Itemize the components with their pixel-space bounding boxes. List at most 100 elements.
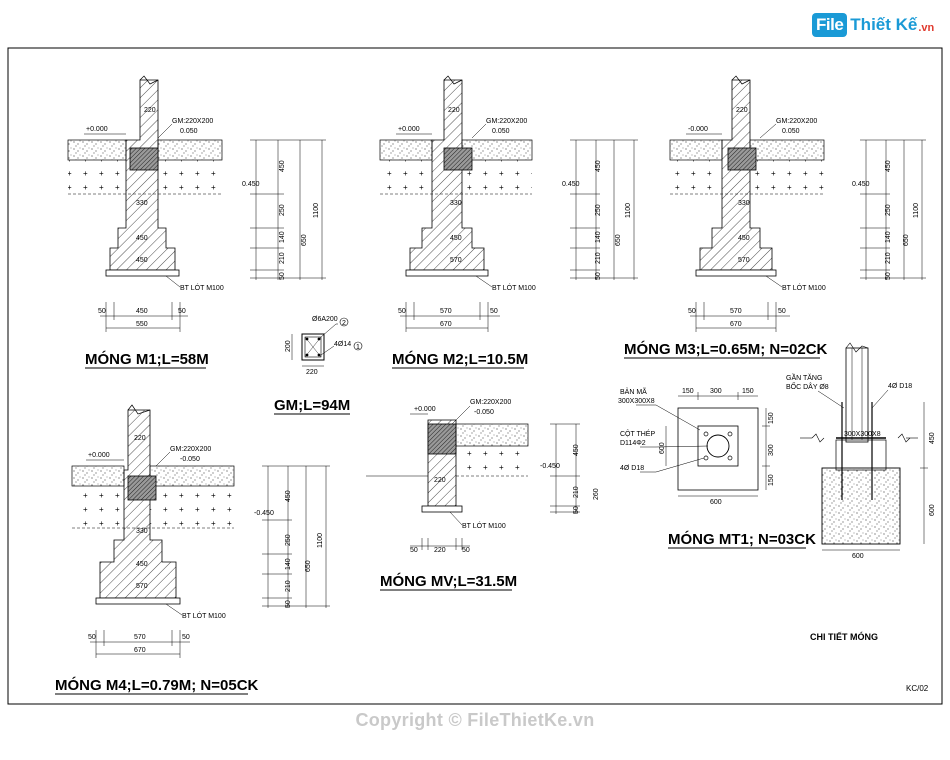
- m1-dim-total: 1100: [313, 203, 320, 218]
- m1-lot-label: BT LÓT M100: [180, 283, 224, 292]
- mt1-dim-side2: 300: [768, 444, 775, 456]
- m4-dim-h1: 50: [88, 634, 96, 641]
- m3-gm-level: 0.050: [782, 128, 800, 135]
- m4-gm-label: GM:220X200: [170, 446, 211, 453]
- m3-dim-h-total: 670: [730, 321, 742, 328]
- mt1-title: MÓNG MT1; N=03CK: [668, 530, 816, 548]
- m3-w570: 570: [738, 257, 750, 264]
- mv-gm-label: GM:220X200: [470, 399, 511, 406]
- m2-col-width: 220: [448, 107, 460, 114]
- mv-dim-v1: 450: [573, 444, 580, 456]
- m1-dim-v5: 50: [279, 272, 286, 280]
- m3-dim-total: 1100: [913, 203, 920, 218]
- copyright-watermark: Copyright © FileThietKe.vn: [355, 710, 595, 730]
- m4-dim-v1: 450: [285, 490, 292, 502]
- mt1-steel-col-1: CỘT THÉP: [620, 429, 655, 438]
- m2-dim-h-total: 670: [440, 321, 452, 328]
- mt1-sec-w: 600: [852, 553, 864, 560]
- m1-dim-h1: 50: [98, 308, 106, 315]
- gm-tag-2: 2: [342, 320, 346, 327]
- m1-dim-v3: 140: [279, 231, 286, 243]
- m1-gm-label: GM:220X200: [172, 118, 213, 125]
- m3-title: MÓNG M3;L=0.65M; N=02CK: [624, 340, 828, 358]
- m1-col-width: 220: [144, 107, 156, 114]
- gm-bars: 4Ø14: [334, 341, 351, 348]
- footing-mt1-section: GẦN TĂNG BỐC DÂY Ø8 4Ø D18 300X300X8 450…: [786, 342, 936, 560]
- m4-side-level: -0.450: [254, 510, 274, 517]
- m2-gm-label: GM:220X200: [486, 118, 527, 125]
- gm-dim-h: 200: [285, 340, 292, 352]
- mv-level-top: +0.000: [414, 406, 436, 413]
- mv-dim-h3: 50: [462, 547, 470, 554]
- footing-m4: +0.000 GM:220X200 -0.050 220 330 450 570…: [55, 404, 330, 695]
- m1-title: MÓNG M1;L=58M: [85, 350, 209, 368]
- m1-dim-v4: 210: [279, 252, 286, 264]
- m1-gm-level: 0.050: [180, 128, 198, 135]
- mt1-dim-bottom: 600: [710, 499, 722, 506]
- gm-dim-w: 220: [306, 369, 318, 376]
- m2-lot-label: BT LÓT M100: [492, 283, 536, 292]
- tie-beam-gm: Ø6A200 2 4Ø14 1 200 220 GM;L=94M: [274, 316, 363, 415]
- m1-dim-v1: 450: [279, 160, 286, 172]
- m3-dim-h2: 570: [730, 308, 742, 315]
- mt1-sec-bolt: 4Ø D18: [888, 383, 912, 390]
- m4-dim-h3: 50: [182, 634, 190, 641]
- sheet-code: KC/02: [906, 684, 929, 693]
- mv-col-width: 220: [434, 477, 446, 484]
- footing-mt1-plan: 150 300 150 150 300 150 600 600 BẢN MÃ 3…: [618, 387, 816, 549]
- gm-tag-1: 1: [356, 344, 360, 351]
- mt1-plate-label-1: BẢN MÃ: [620, 387, 647, 396]
- m1-dim-v2: 250: [279, 204, 286, 216]
- m4-dim-h-total: 670: [134, 647, 146, 654]
- m2-dim-sub: 650: [615, 234, 622, 246]
- m3-lot-label: BT LÓT M100: [782, 283, 826, 292]
- m2-dim-h2: 570: [440, 308, 452, 315]
- m2-dim-v3: 140: [595, 231, 602, 243]
- mt1-dim-side1: 150: [768, 412, 775, 424]
- m3-dim-h1: 50: [688, 308, 696, 315]
- site-logo: File Thiết Kế .vn: [812, 10, 934, 40]
- footing-m1: +0.000 GM:220X200 0.050 220 330 450 450 …: [67, 75, 326, 369]
- m4-title: MÓNG M4;L=0.79M; N=05CK: [55, 676, 259, 694]
- footing-mv: +0.000 GM:220X200 -0.050 220 BT LÓT M100…: [366, 399, 600, 591]
- m2-level-top: +0.000: [398, 126, 420, 133]
- mv-lot-label: BT LÓT M100: [462, 521, 506, 530]
- m2-side-level: 0.450: [562, 181, 580, 188]
- m4-w570: 570: [136, 583, 148, 590]
- m1-level-top: +0.000: [86, 126, 108, 133]
- m4-dim-v3: 140: [285, 558, 292, 570]
- mt1-sec-h1: 450: [929, 432, 936, 444]
- m4-dim-h2: 570: [134, 634, 146, 641]
- m3-dim-sub: 650: [903, 234, 910, 246]
- m4-level-top: +0.000: [88, 452, 110, 459]
- mt1-dim-top3: 150: [742, 388, 754, 395]
- mv-dim-v3: 50: [573, 506, 580, 514]
- detail-title: CHI TIẾT MÓNG: [810, 631, 878, 642]
- m3-dim-v4: 210: [885, 252, 892, 264]
- m3-dim-v2: 250: [885, 204, 892, 216]
- mv-side-level: -0.450: [540, 463, 560, 470]
- m2-dim-h1: 50: [398, 308, 406, 315]
- footing-m3: -0.000 GM:220X200 0.050 220 330 450 570 …: [624, 75, 926, 359]
- gm-title: GM;L=94M: [274, 397, 350, 414]
- m1-dim-h2: 450: [136, 308, 148, 315]
- m2-dim-v5: 50: [595, 272, 602, 280]
- logo-tld: .vn: [918, 22, 935, 34]
- mt1-bolt: 4Ø D18: [620, 465, 644, 472]
- m4-w330: 330: [136, 528, 148, 535]
- footing-m2: +0.000 GM:220X200 0.050 220 330 450 570 …: [379, 75, 638, 369]
- mt1-sec-plate: 300X300X8: [844, 431, 881, 438]
- m3-dim-v3: 140: [885, 231, 892, 243]
- m1-dim-h3: 50: [178, 308, 186, 315]
- m2-dim-total: 1100: [625, 203, 632, 218]
- m3-w450: 450: [738, 235, 750, 242]
- mt1-sec-h2: 600: [929, 504, 936, 516]
- m4-w450: 450: [136, 561, 148, 568]
- m2-dim-h3: 50: [490, 308, 498, 315]
- m4-gm-level: -0.050: [180, 456, 200, 463]
- m1-dim-sub: 650: [301, 234, 308, 246]
- mt1-dim-top2: 300: [710, 388, 722, 395]
- logo-badge: File: [812, 13, 848, 37]
- m3-gm-label: GM:220X200: [776, 118, 817, 125]
- m1-w-bottom: 450: [136, 257, 148, 264]
